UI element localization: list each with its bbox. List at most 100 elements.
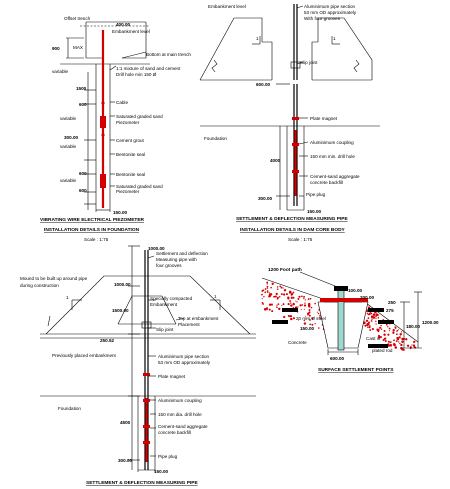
fill-dot (267, 291, 269, 294)
fig1-bentonite-label: Bentonite seal (116, 152, 145, 157)
core-pipe-detail: Embankment level Aluminimum pipe section… (199, 4, 380, 242)
fig1-variable-label: variable (52, 69, 69, 74)
fig2-dim-150: 150.00 (307, 209, 321, 214)
fill-dot (316, 311, 318, 313)
fig4-dim-600: 600.00 (330, 356, 344, 361)
fill-dot (366, 312, 369, 315)
fig1-sat-sand-label-2: Saturated graded sand (116, 184, 163, 189)
fill-dot (287, 315, 290, 317)
fig3-foundation: Foundation (58, 406, 81, 411)
fill-dot (271, 282, 274, 285)
fig2-dim-4000: 4000 (270, 158, 281, 163)
fill-dot (266, 307, 268, 310)
fig3-dim-1500: 1500.00 (112, 308, 129, 313)
fill-dot (282, 287, 284, 289)
fig2-caption-sub: INSTALLATION DETAILS IN DAM CORE BODY (240, 227, 346, 233)
fill-dot (406, 344, 410, 347)
fill-dot (271, 310, 274, 313)
fig2-drill-hole-label: 150 mm min. drill hole (310, 154, 355, 159)
fig2-al-coupling-label: Aluminimum coupling (310, 140, 354, 145)
fill-dot (375, 315, 377, 317)
fig3-al-pipe: Aluminimum pipe section (158, 354, 210, 359)
fig1-sat-sand-label: Saturated graded sand (116, 114, 163, 119)
fill-dot (292, 296, 295, 299)
fill-dot (301, 304, 304, 306)
fill-dot (289, 315, 292, 318)
fill-dot (266, 285, 269, 288)
fig1-max-label: MAX (73, 45, 83, 50)
fill-dot (264, 291, 267, 294)
fig2-backfill-label-2: concrete backfill (310, 180, 343, 185)
fig3-dim-250: 250.52 (100, 338, 114, 343)
fill-dot (364, 324, 367, 327)
fill-dot (297, 306, 299, 308)
fig3-slope-left: 1 (66, 295, 69, 300)
fill-dot (290, 294, 293, 296)
fill-dot (275, 296, 277, 298)
fig3-backfill-2: concrete backfill (158, 430, 191, 435)
fill-dot (264, 288, 267, 290)
fill-dot (309, 319, 311, 321)
fill-dot (400, 343, 403, 347)
fill-dot (276, 288, 279, 290)
fig2-grooves-label: With four grooves (304, 16, 341, 21)
fill-dot (301, 295, 303, 298)
fig1-dim-600a: 600 (79, 102, 87, 107)
fig3-compacted-2: Embankment (150, 302, 178, 307)
fig3-prev-emb: Previously placed embankment (52, 353, 117, 358)
fig3-dim-1000-top: 1000.00 (148, 246, 165, 251)
fill-dot (394, 346, 398, 349)
fill-dot (266, 283, 268, 285)
fig2-slope-left: 1 (256, 36, 259, 41)
fig2-od-label: 53 mm OD approximately (304, 10, 357, 15)
fill-dot (268, 295, 270, 298)
fig4-dim-275: 275 (386, 308, 394, 313)
fill-dot (304, 299, 306, 301)
fill-dot (261, 298, 263, 300)
fill-dot (366, 308, 368, 310)
fig1-mixture-label: 1:1 mixture of sand and cement (116, 66, 181, 71)
fig1-variable-label-4: variable (60, 178, 77, 183)
fill-dot (307, 302, 311, 306)
fill-dot (308, 309, 311, 311)
fill-dot (314, 322, 316, 325)
fill-dot (309, 323, 312, 326)
fig4-plated-rod: plated rod (372, 348, 393, 353)
fill-dot (401, 337, 404, 341)
fill-dot (303, 308, 305, 310)
fill-dot (398, 341, 400, 343)
fig3-drill-hole: 150 mm dia. drill hole (158, 412, 202, 417)
fill-dot (395, 340, 398, 342)
fig1-bottom-trench-label: Bottom at main trench (146, 52, 191, 57)
fig1-cement-grout-label: Cement grout (116, 138, 145, 143)
fill-dot (382, 338, 385, 342)
fill-dot (266, 287, 269, 289)
fill-dot (283, 315, 286, 319)
fig3-compacted-1: Specially compacted (150, 296, 193, 301)
fill-dot (372, 316, 376, 319)
fill-dot (377, 317, 379, 319)
fill-dot (399, 342, 401, 345)
fill-dot (288, 290, 292, 294)
fig1-dim-600c: 600 (79, 188, 87, 193)
fig3-od: 53 mm OD approximately (158, 360, 211, 365)
fill-dot (380, 328, 383, 330)
fig1-offset-trench-label: Offset trench (64, 16, 91, 21)
fill-dot (307, 298, 310, 300)
fig3-al-coupling: Aluminimum coupling (158, 398, 202, 403)
fig1-scale: Scale : 1:75 (84, 237, 109, 242)
fill-dot (367, 326, 369, 328)
fill-dot (389, 344, 393, 347)
fill-dot (303, 295, 305, 298)
fig4-dim-150: 150.00 (300, 326, 314, 331)
fig3-sett-pipe-1: Settlement and deflection (156, 251, 208, 256)
fill-dot (309, 297, 312, 300)
fill-dot (283, 289, 287, 292)
fill-dot (303, 319, 305, 322)
fill-dot (376, 313, 379, 317)
fill-dot (392, 329, 395, 332)
fill-dot (388, 330, 390, 332)
fill-dot (371, 318, 373, 320)
fig4-dia-label: 20 mm Ø steel (296, 316, 326, 321)
